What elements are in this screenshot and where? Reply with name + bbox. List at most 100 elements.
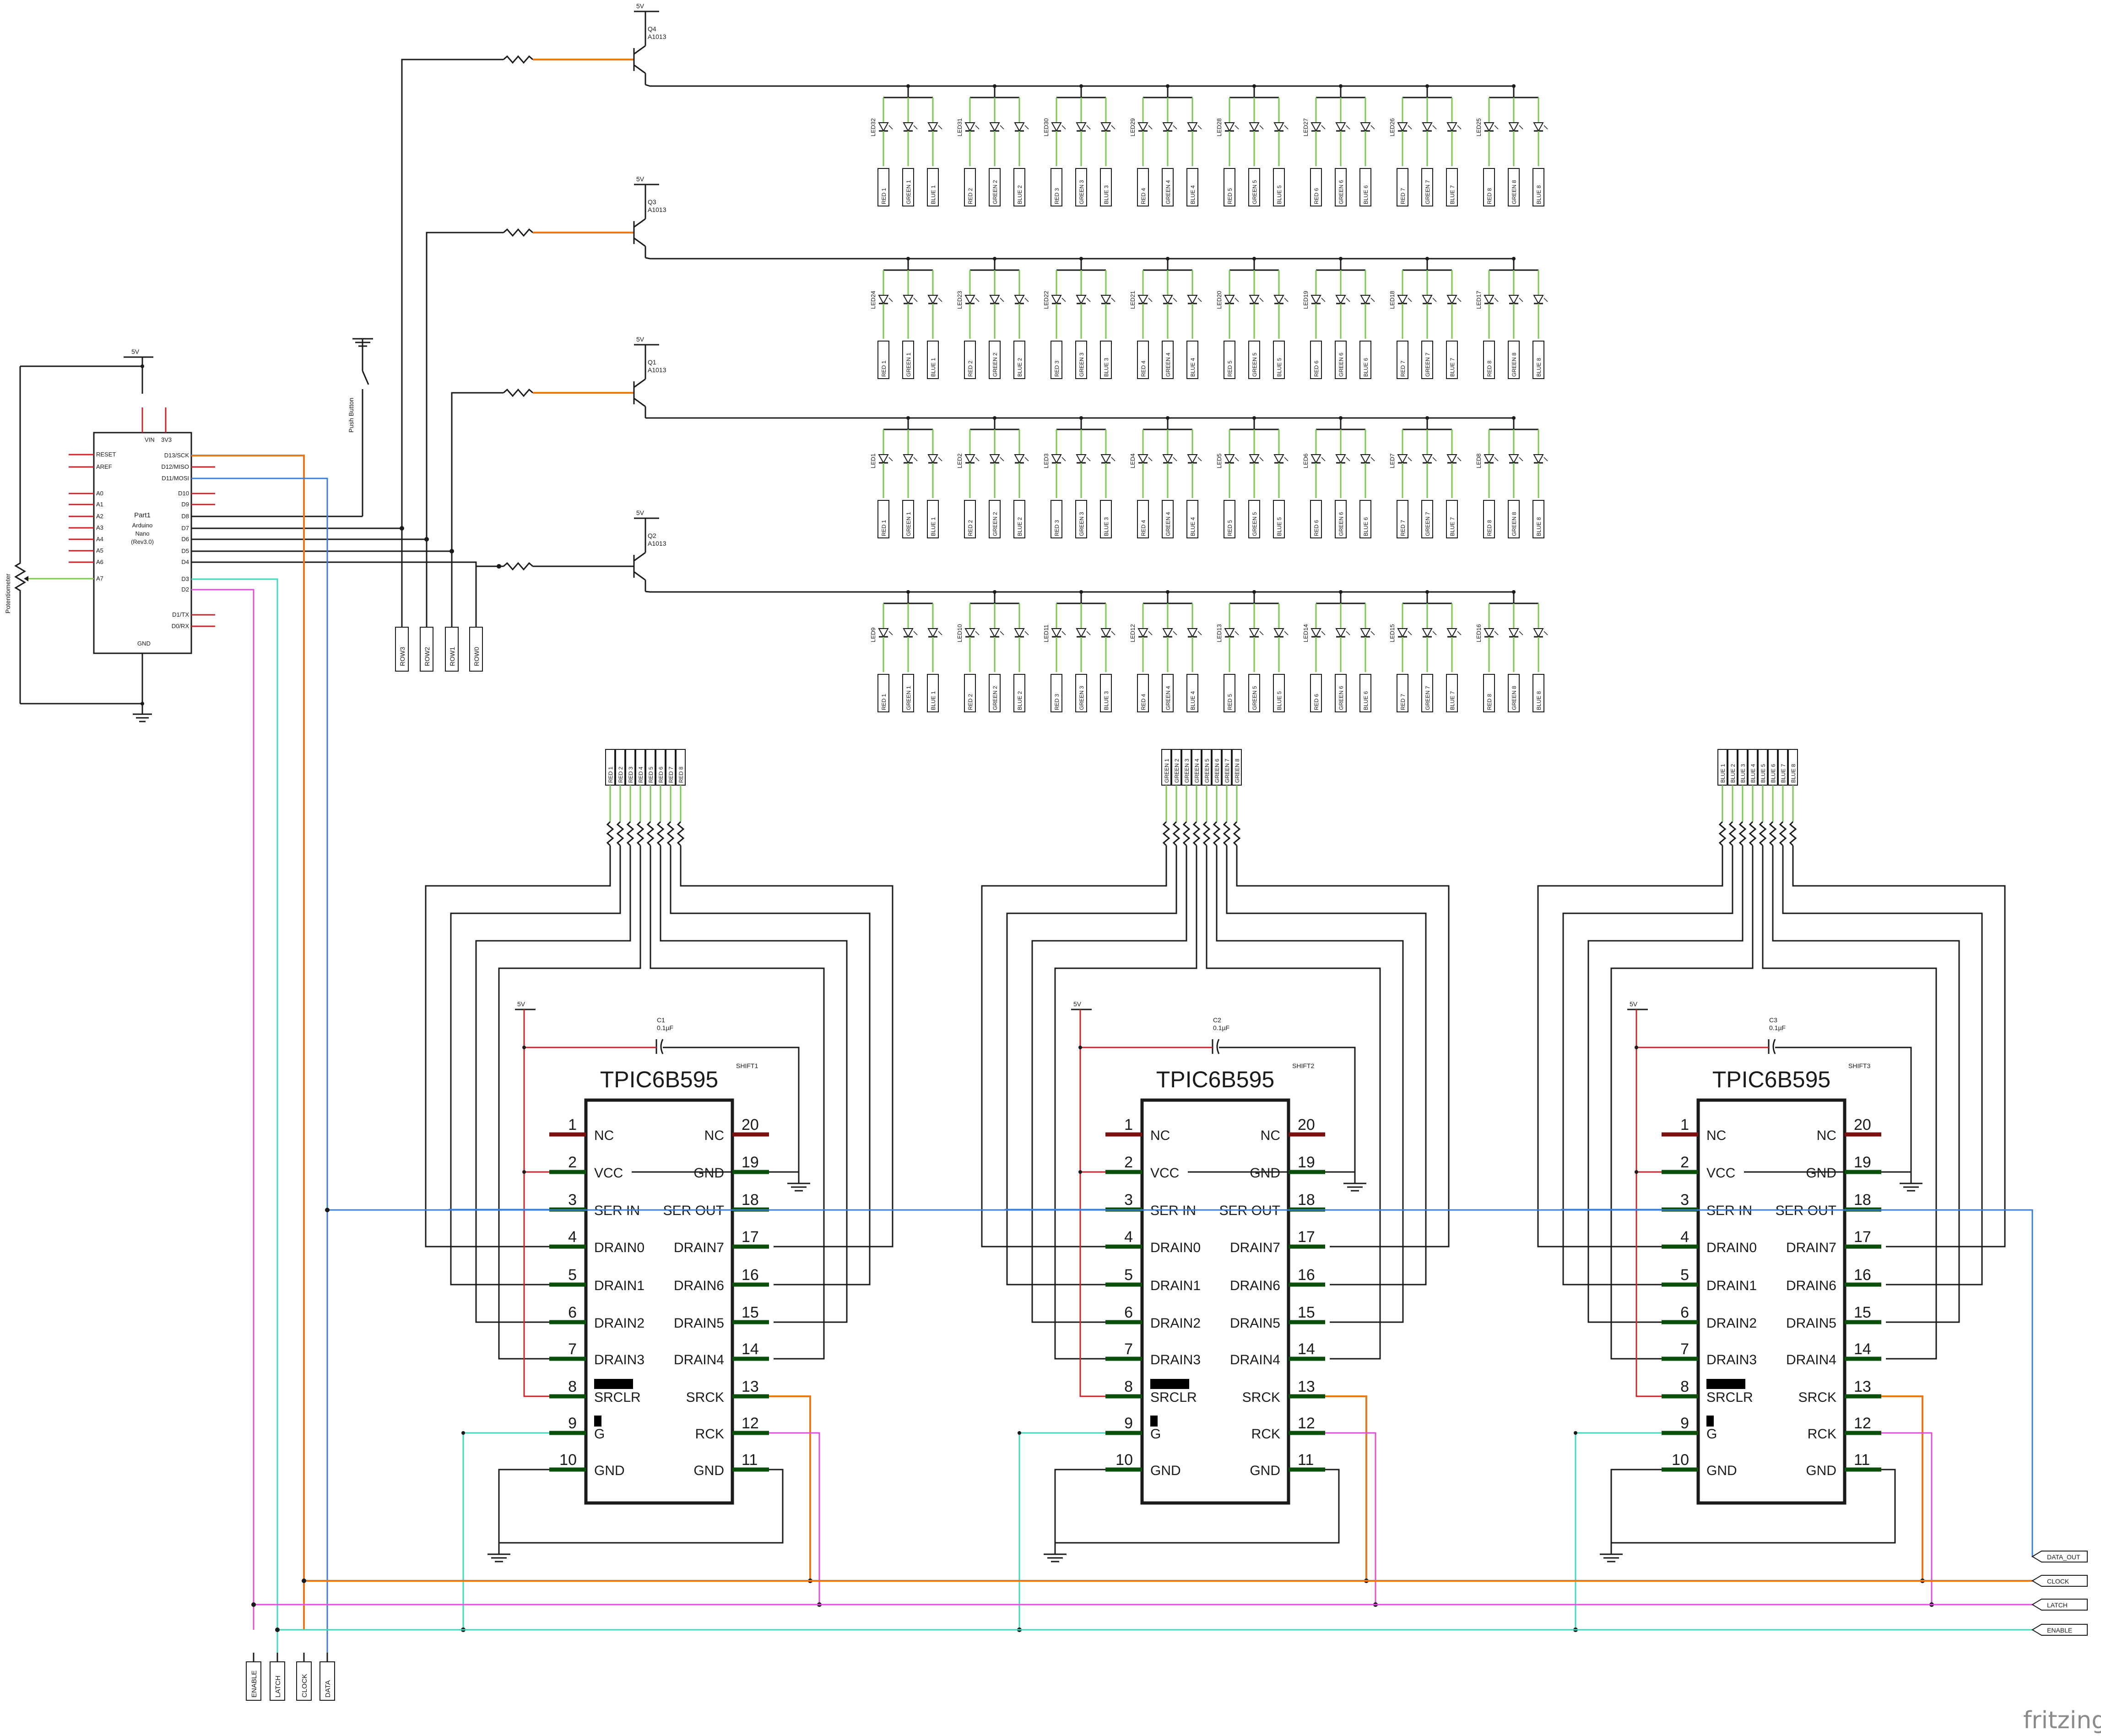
- row-flag-2: ROW1: [449, 647, 456, 666]
- led-color-label: GREEN 8: [1511, 180, 1517, 204]
- shift-register-1[interactable]: TPIC6B595SHIFT1C10.1µF5V1NC20NC2VCC19GND…: [449, 1000, 822, 1632]
- led-ray: [1457, 125, 1462, 130]
- led-ray: [1024, 125, 1029, 130]
- color-flag-box: [1310, 500, 1322, 538]
- chip-body: [1140, 1098, 1290, 1505]
- shift-register-2[interactable]: TPIC6B595SHIFT2C20.1µF5V1NC20NC2VCC19GND…: [1005, 1000, 1378, 1632]
- led-diode: [1422, 454, 1433, 464]
- led-ray: [1519, 457, 1523, 461]
- cap-ref: C2: [1213, 1016, 1221, 1024]
- net-flag-box[interactable]: [296, 1661, 312, 1701]
- arduino-right-pin-6: D7: [181, 525, 189, 532]
- chip-ref: SHIFT1: [736, 1062, 758, 1069]
- net-flag-box[interactable]: [270, 1661, 285, 1701]
- color-flag-box: [989, 341, 1001, 379]
- led-color-label: RED 2: [967, 520, 974, 536]
- led-diode: [1422, 628, 1433, 638]
- chip-pin-number: 1: [568, 1116, 577, 1134]
- color-flag-box: [1483, 674, 1495, 712]
- potentiometer[interactable]: Potentiometer: [4, 554, 94, 613]
- chip-pin-number: 8: [568, 1378, 577, 1395]
- anode-node: [993, 590, 996, 594]
- push-button[interactable]: Push Button: [191, 338, 373, 517]
- net-flag-box[interactable]: [246, 1661, 261, 1701]
- color-flag-box: [1100, 674, 1112, 712]
- led-diode: [1014, 122, 1025, 132]
- net-flag-box[interactable]: [2031, 1624, 2088, 1636]
- arduino-nano[interactable]: Part1 Arduino Nano (Rev3.0) RESETAREFA0A…: [69, 407, 215, 654]
- led-ray: [975, 631, 980, 635]
- net-flag-box[interactable]: [2031, 1599, 2088, 1611]
- led-ray: [1346, 298, 1350, 302]
- color-flag-box: [1446, 168, 1458, 206]
- gnd-wire: [663, 1047, 800, 1183]
- transistor-part: A1013: [648, 540, 666, 547]
- net-flag-box[interactable]: [2031, 1551, 2088, 1562]
- chip-title: TPIC6B595: [1156, 1067, 1274, 1092]
- color-net-label: BLUE 5: [1760, 764, 1766, 783]
- shift-register-3[interactable]: TPIC6B595SHIFT3C30.1µF5V1NC20NC2VCC19GND…: [1561, 1000, 1934, 1632]
- net-flag-box[interactable]: [319, 1661, 335, 1701]
- led-color-label: RED 3: [1054, 694, 1060, 710]
- chip-pin-name: G: [1150, 1427, 1161, 1442]
- led-ray: [1024, 457, 1029, 461]
- base-resistor: [503, 55, 533, 64]
- color-flag-box: [1075, 341, 1087, 379]
- color-flag-box: [1508, 168, 1520, 206]
- resistor: [1759, 821, 1767, 846]
- chip-ref: SHIFT2: [1292, 1062, 1314, 1069]
- color-flag-box: [1137, 500, 1149, 538]
- net-flag-box[interactable]: [2031, 1575, 2088, 1587]
- net-flag-data: DATA: [324, 1680, 332, 1698]
- led-diode: [964, 628, 975, 638]
- led-ref-label: LED19: [1302, 291, 1309, 309]
- color-flag-box: [1248, 341, 1260, 379]
- vcc-wire: [1079, 1009, 1108, 1397]
- led-diode: [1137, 454, 1148, 464]
- drain-wire: [1587, 847, 1744, 1323]
- chip-pin-name: DRAIN6: [674, 1278, 724, 1293]
- anode-node: [906, 416, 910, 420]
- color-flag-box: [1421, 500, 1433, 538]
- led-diode: [1162, 628, 1173, 638]
- chip-pin-number: 17: [1298, 1228, 1315, 1246]
